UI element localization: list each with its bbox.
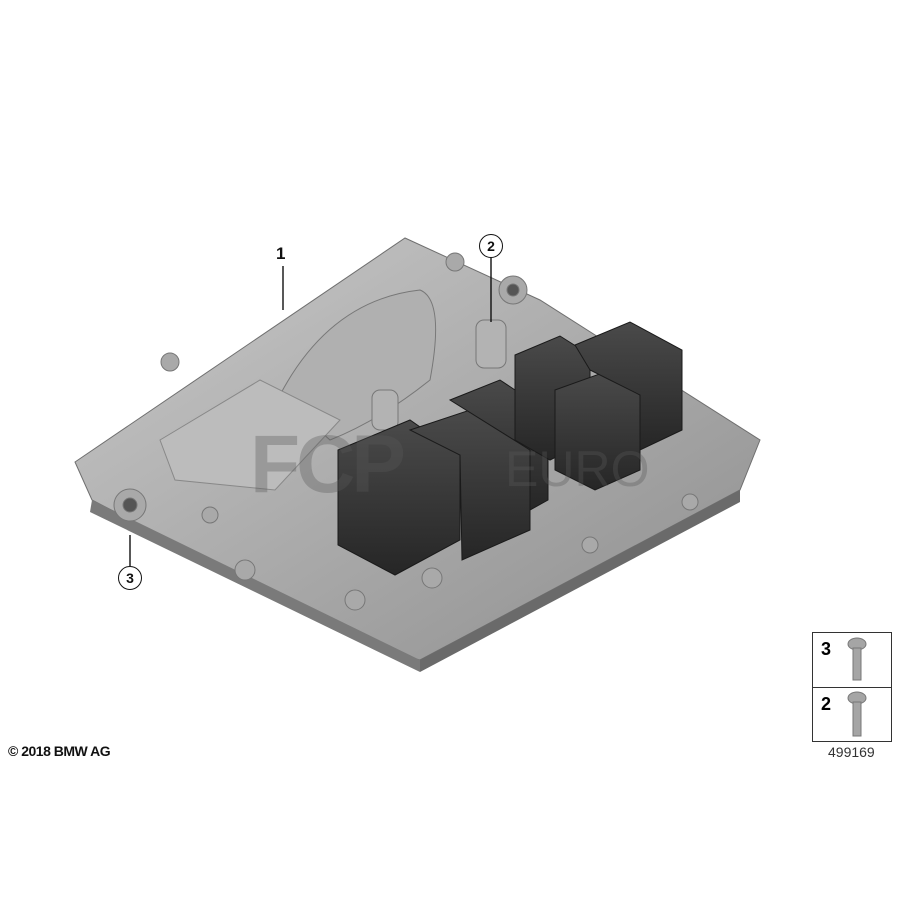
parts-legend-row: 3: [813, 633, 891, 687]
parts-legend-row: 2: [813, 687, 891, 742]
parts-legend: 3 2: [812, 632, 892, 742]
mounting-tabs: [113, 252, 699, 611]
watermark-suffix: EURO: [505, 441, 650, 497]
connectors: [337, 321, 683, 576]
callout-3: 3: [118, 566, 142, 590]
screw-icon: [847, 637, 867, 681]
copyright: © 2018 BMW AG: [8, 743, 111, 759]
callout-2: 2: [479, 234, 503, 258]
watermark-logo: FCP: [250, 419, 406, 510]
part-number: 2: [821, 694, 832, 714]
diagram-number: 499169: [828, 744, 875, 760]
callout-1: 1: [276, 244, 286, 263]
part-number: 3: [821, 639, 832, 659]
bolt-icon: [847, 691, 867, 737]
